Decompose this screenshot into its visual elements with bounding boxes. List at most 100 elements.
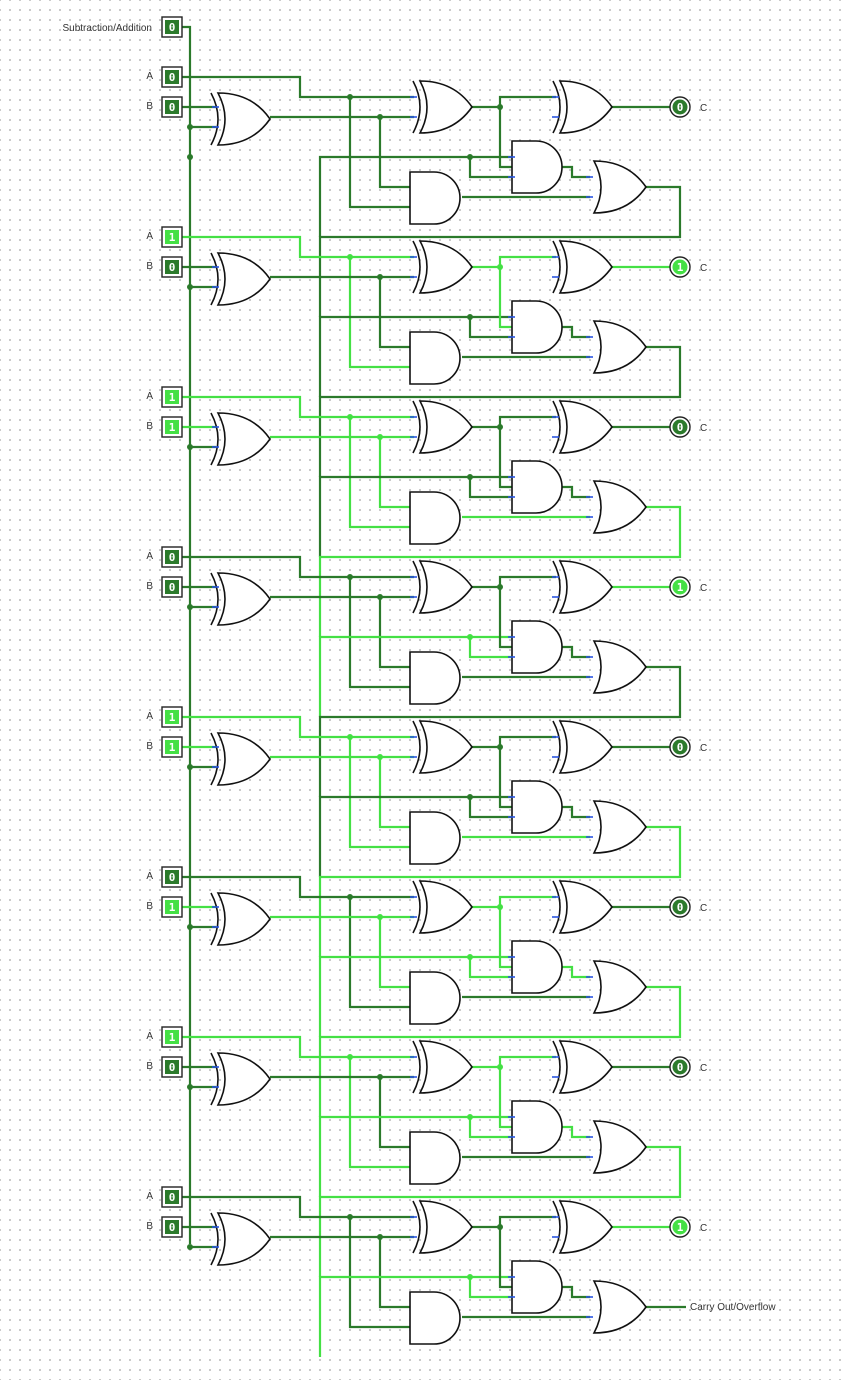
wire-junction <box>187 764 193 770</box>
wire-junction <box>347 94 353 100</box>
stage-7-b-input[interactable]: 0 <box>161 1056 183 1078</box>
stage-5-c-label: C <box>700 743 707 754</box>
stage-5-a-label: A <box>146 711 153 722</box>
stage-1-c-output: 0 <box>669 96 691 118</box>
stage-7-a-input-value: 1 <box>169 1031 176 1044</box>
control-bus <box>182 25 192 1244</box>
wire-junction <box>377 434 383 440</box>
stage-5-a-input[interactable]: 1 <box>161 706 183 728</box>
stage-4-and-carry2 <box>511 620 563 674</box>
stage-8-a-input[interactable]: 0 <box>161 1186 183 1208</box>
stage-5-xor-sum1 <box>412 720 473 774</box>
stage-3-a-branch <box>348 417 414 529</box>
stage-3-b-input[interactable]: 1 <box>161 416 183 438</box>
stage-5-s1-wire <box>470 735 556 749</box>
stage-6-or-carry <box>592 960 647 1014</box>
wire-junction <box>347 1214 353 1220</box>
stage-4-b-input[interactable]: 0 <box>161 576 183 598</box>
stage-2-a-input-value: 1 <box>169 231 176 244</box>
stage-6-cout-wire <box>318 985 682 1117</box>
stage-4-and-carry1 <box>409 651 461 705</box>
stage-5-bx-branch <box>378 757 414 829</box>
stage-4-xor-sum <box>552 560 613 614</box>
stage-8-s1-wire <box>470 1215 556 1229</box>
wire-junction <box>497 104 503 110</box>
stage-7-xor-b <box>210 1052 271 1106</box>
wire-junction <box>497 424 503 430</box>
stage-1-xor-sum1 <box>412 80 473 134</box>
stage-4-b-label: B <box>146 581 153 592</box>
stage-2-b-label: B <box>146 261 153 272</box>
stage-1-b-input[interactable]: 0 <box>161 96 183 118</box>
stage-6-xor-b <box>210 892 271 946</box>
stage-2-c-label: C <box>700 263 707 274</box>
stage-3-b-input-value: 1 <box>169 421 176 434</box>
stage-8-a-branch <box>348 1217 414 1329</box>
wire-junction <box>347 734 353 740</box>
wire-junction <box>377 274 383 280</box>
wire-junction <box>497 264 503 270</box>
stage-4-c2-wire <box>562 645 590 659</box>
stage-2-b-input[interactable]: 0 <box>161 256 183 278</box>
stage-4-a-input[interactable]: 0 <box>161 546 183 568</box>
stage-1-b-label: B <box>146 101 153 112</box>
stage-7-a-input[interactable]: 1 <box>161 1026 183 1048</box>
stage-7-xor-sum1 <box>412 1040 473 1094</box>
stage-3-a-wire <box>182 395 414 419</box>
stage-2-a-label: A <box>146 231 153 242</box>
stage-6-b-input[interactable]: 1 <box>161 896 183 918</box>
label-layer: Subtraction/Addition Carry Out/Overflow … <box>62 23 776 1313</box>
stage-4-xor-b <box>210 572 271 626</box>
carry-out-overflow-label: Carry Out/Overflow <box>690 1302 776 1313</box>
stage-8-a-label: A <box>146 1191 153 1202</box>
stage-8-xor-sum1 <box>412 1200 473 1254</box>
stage-2-xor-sum <box>552 240 613 294</box>
stage-3-a-input[interactable]: 1 <box>161 386 183 408</box>
stage-3-and-carry1 <box>409 491 461 545</box>
stage-6-s1-branch <box>498 907 512 969</box>
stage-3-bx-branch <box>378 437 414 509</box>
stage-5-b-input[interactable]: 1 <box>161 736 183 758</box>
stage-7-xor-sum <box>552 1040 613 1094</box>
stage-7-c-output: 0 <box>669 1056 691 1078</box>
wire-junction <box>347 574 353 580</box>
stage-8-b-input-value: 0 <box>169 1221 176 1234</box>
stage-5-and-carry1 <box>409 811 461 865</box>
wire-junction <box>497 584 503 590</box>
stage-8-c-output: 1 <box>669 1216 691 1238</box>
stage-8-a-wire <box>182 1195 414 1219</box>
stage-4-b-input-value: 0 <box>169 581 176 594</box>
stage-4-c-output: 1 <box>669 576 691 598</box>
stage-1-a-input[interactable]: 0 <box>161 66 183 88</box>
stage-8-bx-branch <box>378 1237 414 1309</box>
stage-7-a-wire <box>182 1035 414 1059</box>
gate-layer <box>210 80 647 1345</box>
subtraction-addition-input-pin[interactable]: 0 <box>161 16 183 38</box>
stage-4-a-label: A <box>146 551 153 562</box>
stage-3-xor-sum <box>552 400 613 454</box>
wire-junction <box>377 114 383 120</box>
stage-4-cout-wire <box>318 665 682 797</box>
stage-4-bx-branch <box>378 597 414 669</box>
stage-1-a-branch <box>348 97 414 209</box>
stage-2-bx-branch <box>378 277 414 349</box>
stage-3-or-carry <box>592 480 647 534</box>
wire-junction <box>377 1234 383 1240</box>
stage-6-and-carry2 <box>511 940 563 994</box>
stage-4-s1-branch <box>498 587 512 649</box>
stage-3-a-label: A <box>146 391 153 402</box>
stage-7-c2-wire <box>562 1125 590 1139</box>
stage-2-a-input[interactable]: 1 <box>161 226 183 248</box>
wire-junction <box>497 904 503 910</box>
stage-7-s1-wire <box>470 1055 556 1069</box>
stage-5-a-wire <box>182 715 414 739</box>
stage-6-b-input-value: 1 <box>169 901 176 914</box>
stage-5-c-output: 0 <box>669 736 691 758</box>
wire-junction <box>377 1074 383 1080</box>
stage-8-b-input[interactable]: 0 <box>161 1216 183 1238</box>
stage-8-s1-branch <box>498 1227 512 1289</box>
stage-6-a-input[interactable]: 0 <box>161 866 183 888</box>
stage-8-c-label: C <box>700 1223 707 1234</box>
